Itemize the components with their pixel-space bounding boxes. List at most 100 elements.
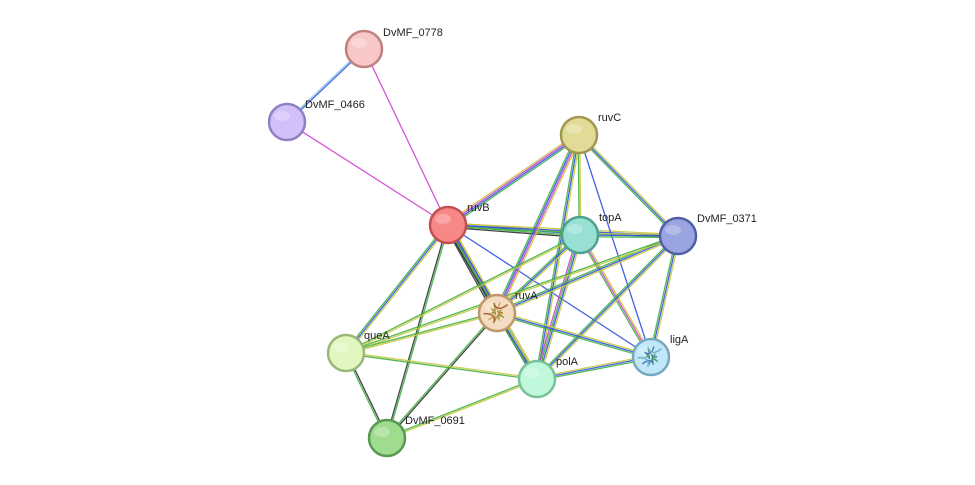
node-label-DvMF_0466: DvMF_0466 xyxy=(305,99,365,111)
node-circle[interactable] xyxy=(631,337,671,377)
protein-structure-icon xyxy=(483,302,508,324)
node-highlight xyxy=(333,342,349,352)
edge-strand xyxy=(387,225,450,439)
edge-strand xyxy=(497,310,652,357)
node-circle[interactable] xyxy=(428,205,468,245)
edge-strand xyxy=(345,234,678,353)
node-polA[interactable] xyxy=(517,359,557,399)
edge-strand xyxy=(286,121,449,226)
node-label-queA: queA xyxy=(364,330,390,342)
edge-strand xyxy=(447,226,580,239)
edge-DvMF_0371-ligA xyxy=(648,235,681,358)
node-highlight xyxy=(351,38,367,48)
node-label-ruvC: ruvC xyxy=(598,112,621,124)
edge-strand xyxy=(578,134,652,358)
edge-strand xyxy=(345,233,580,353)
edge-strand xyxy=(386,377,537,438)
node-highlight xyxy=(567,224,583,234)
edge-strand xyxy=(578,134,679,237)
edge-ruvA-queA xyxy=(345,311,498,355)
edge-strand xyxy=(498,135,582,315)
node-label-DvMF_0691: DvMF_0691 xyxy=(405,415,465,427)
node-highlight xyxy=(665,225,681,235)
node-circle[interactable] xyxy=(367,418,407,458)
node-circle[interactable] xyxy=(477,293,517,333)
node-highlight xyxy=(374,427,390,437)
edge-strand xyxy=(577,135,678,238)
edge-polA-ligA xyxy=(536,354,652,382)
edge-strand xyxy=(534,234,579,379)
edge-strand xyxy=(578,235,651,359)
edge-strand xyxy=(448,136,581,228)
node-ruvC[interactable] xyxy=(559,115,599,155)
node-circle[interactable] xyxy=(559,115,599,155)
edge-strand xyxy=(579,234,652,358)
edge-topA-polA xyxy=(534,234,583,380)
edge-strand xyxy=(346,235,581,355)
node-DvMF_0778[interactable] xyxy=(344,29,384,69)
node-highlight xyxy=(435,214,451,224)
node-DvMF_0371[interactable] xyxy=(658,216,698,256)
edge-strand xyxy=(496,312,652,358)
edge-strand xyxy=(496,313,651,360)
node-ruvA[interactable] xyxy=(477,293,517,333)
edge-strand xyxy=(536,235,679,380)
edge-ruvC-ruvA xyxy=(494,133,582,315)
node-circle[interactable] xyxy=(517,359,557,399)
edge-DvMF_0371-polA xyxy=(535,234,680,381)
edge-ruvA-DvMF_0691 xyxy=(385,312,499,439)
node-circle[interactable] xyxy=(560,215,600,255)
edge-strand xyxy=(537,236,680,381)
edge-strand xyxy=(650,235,679,358)
node-circle[interactable] xyxy=(344,29,384,69)
node-label-topA: topA xyxy=(599,212,622,224)
edge-ruvB-queA xyxy=(344,223,450,355)
node-circle[interactable] xyxy=(658,216,698,256)
edge-DvMF_0371-queA xyxy=(345,234,679,355)
edge-strand xyxy=(385,312,497,438)
edge-strand xyxy=(385,224,448,438)
edge-strand xyxy=(535,234,580,379)
edge-ruvB-DvMF_0691 xyxy=(385,224,450,439)
node-highlight xyxy=(524,368,540,378)
edge-strand xyxy=(496,235,679,314)
edge-strand xyxy=(495,134,579,313)
node-ruvB[interactable] xyxy=(428,205,468,245)
edge-strand xyxy=(346,313,498,355)
edge-strand xyxy=(447,133,579,225)
edge-strand xyxy=(651,236,681,358)
edge-strand xyxy=(345,353,537,381)
edge-strand xyxy=(537,357,652,382)
node-DvMF_0691[interactable] xyxy=(367,418,407,458)
node-circle[interactable] xyxy=(326,333,366,373)
node-topA[interactable] xyxy=(560,215,600,255)
edge-ruvA-ligA xyxy=(496,310,652,360)
node-queA[interactable] xyxy=(326,333,366,373)
node-DvMF_0466[interactable] xyxy=(267,102,307,142)
node-highlight xyxy=(566,124,582,134)
node-label-DvMF_0371: DvMF_0371 xyxy=(697,213,757,225)
edge-strand xyxy=(448,135,580,227)
edge-strand xyxy=(537,235,582,380)
edge-strand xyxy=(536,356,652,380)
edge-ruvC-DvMF_0371 xyxy=(577,133,680,238)
edge-strand xyxy=(497,236,679,316)
node-label-ruvB: ruvB xyxy=(467,202,490,214)
node-circle[interactable] xyxy=(267,102,307,142)
edge-DvMF_0466-ruvB xyxy=(286,121,449,226)
edge-topA-queA xyxy=(345,233,581,355)
edge-strand xyxy=(344,223,448,353)
node-label-ligA: ligA xyxy=(670,334,689,346)
edge-strand xyxy=(346,351,538,379)
node-ligA[interactable] xyxy=(631,337,671,377)
edge-strand xyxy=(648,235,678,357)
edge-DvMF_0778-ruvB xyxy=(363,48,449,226)
node-label-polA: polA xyxy=(556,356,579,368)
node-label-ruvA: ruvA xyxy=(515,290,538,302)
edge-strand xyxy=(538,235,583,380)
edge-strand xyxy=(494,133,578,313)
nodes-layer xyxy=(267,29,698,458)
edge-strand xyxy=(535,234,678,379)
